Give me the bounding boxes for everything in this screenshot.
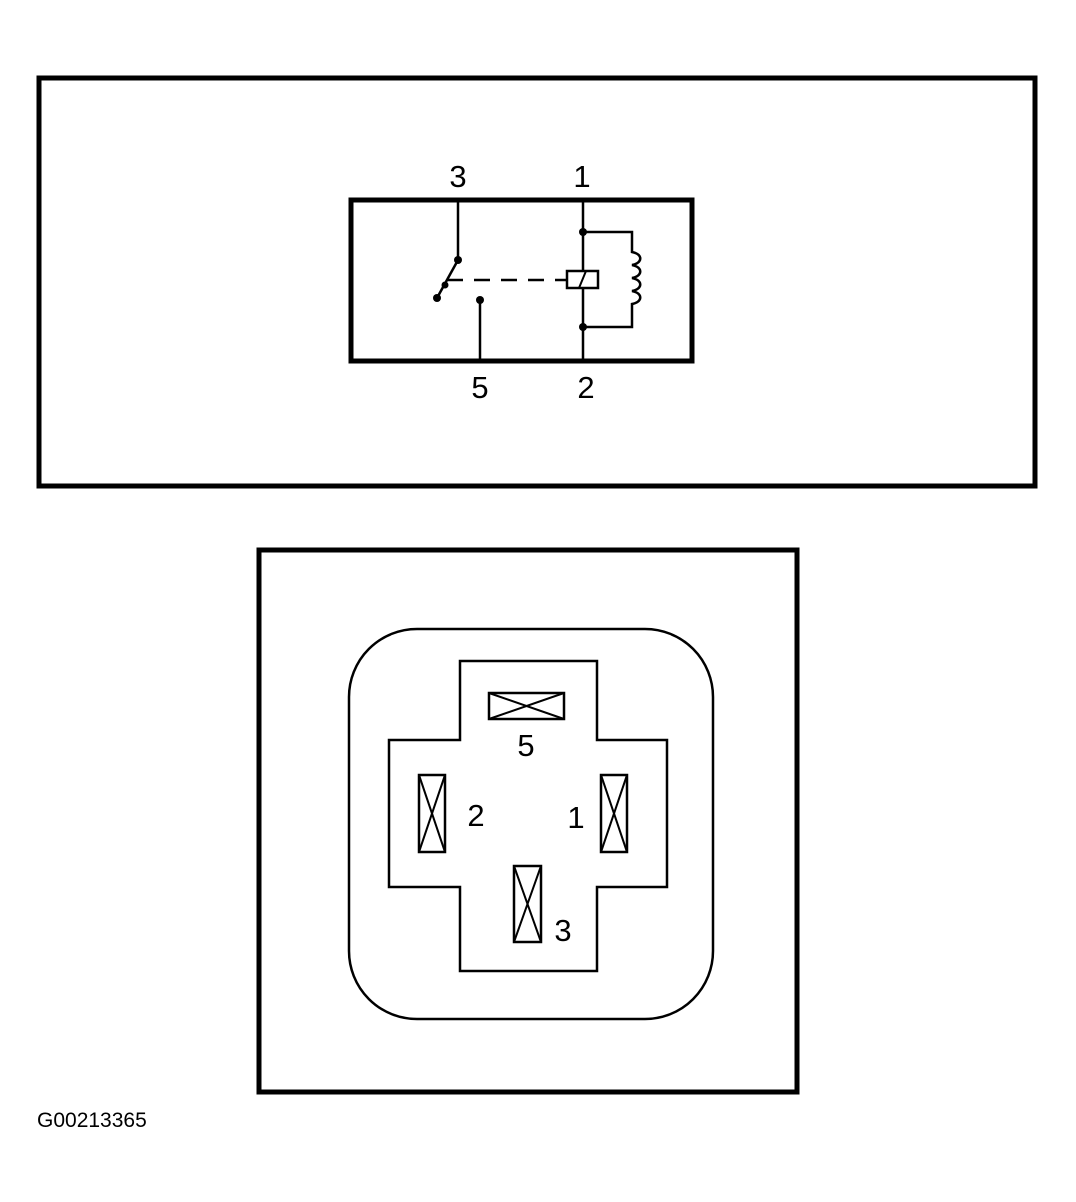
connector-terminal-3 (512, 864, 543, 944)
connector-pin-2-label: 2 (467, 798, 484, 833)
connector-panel-frame (256, 547, 800, 1095)
connector-housing (347, 627, 715, 1021)
schematic-pin-3-label: 3 (449, 159, 466, 194)
terminal-5-contact (476, 296, 484, 304)
connector-terminal-2 (417, 773, 447, 854)
connector-panel: 5 2 1 3 (256, 547, 800, 1095)
switch-pivot (433, 294, 441, 302)
schematic-pin-2-label: 2 (577, 370, 594, 405)
connector-terminal-5 (487, 691, 566, 721)
connector-cavity (387, 659, 669, 973)
figure-id: G00213365 (37, 1109, 147, 1132)
relay-body (348, 197, 695, 364)
connector-pin-3-label: 3 (554, 913, 571, 948)
switch-actuator-point (441, 281, 449, 289)
connector-pin-1-label: 1 (567, 800, 584, 835)
schematic-pin-1-label: 1 (573, 159, 590, 194)
connector-pin-5-label: 5 (517, 728, 534, 763)
connector-terminal-1 (599, 773, 629, 854)
schematic-panel: 3 1 5 2 (36, 75, 1038, 489)
parallel-inductor (583, 230, 642, 329)
schematic-pin-5-label: 5 (471, 370, 488, 405)
coil-slash (578, 270, 587, 289)
schematic-panel-frame (36, 75, 1038, 489)
